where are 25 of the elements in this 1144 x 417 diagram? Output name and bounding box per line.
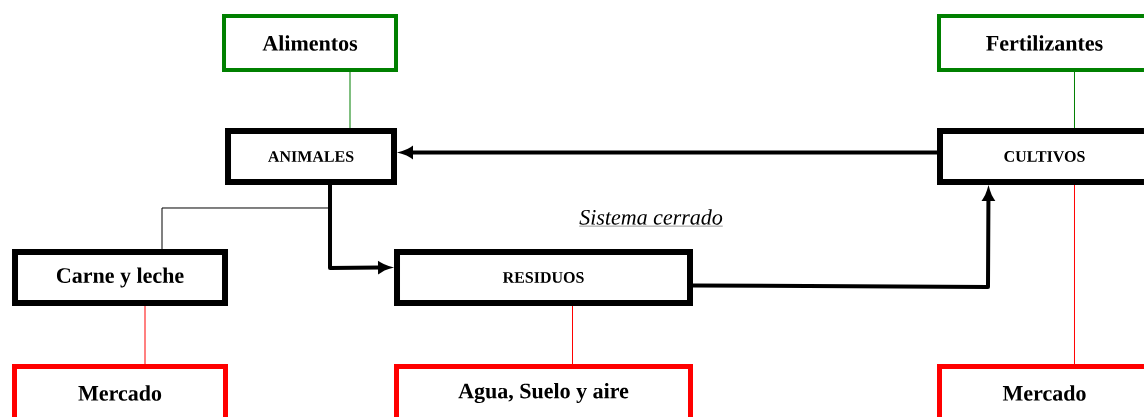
node-label: Alimentos bbox=[262, 35, 358, 51]
node-label: Mercado bbox=[1002, 385, 1086, 401]
node-label: Fertilizantes bbox=[986, 35, 1103, 51]
input-box bbox=[222, 14, 398, 72]
process-box bbox=[937, 128, 1144, 185]
output-box bbox=[394, 364, 693, 417]
process-box bbox=[394, 249, 693, 306]
node-label: CULTIVOS bbox=[1004, 151, 1085, 162]
output-box bbox=[12, 364, 228, 417]
node-label: Carne y leche bbox=[56, 267, 184, 288]
connector-line bbox=[144, 305, 146, 365]
connector-line bbox=[349, 71, 351, 129]
node-label: RESIDUOS bbox=[502, 272, 584, 283]
connector-line bbox=[1074, 71, 1075, 129]
node-label: Agua, Suelo y aire bbox=[458, 382, 629, 404]
node-label: ANIMALES bbox=[268, 151, 354, 162]
connector-line bbox=[572, 305, 573, 365]
connector-line bbox=[161, 207, 331, 250]
node-label: Mercado bbox=[78, 385, 162, 401]
process-box bbox=[12, 249, 228, 306]
process-box bbox=[225, 128, 397, 185]
input-box bbox=[937, 14, 1144, 72]
output-box bbox=[937, 364, 1144, 417]
caption-label: Sistema cerrado bbox=[579, 209, 723, 227]
connector-line bbox=[1074, 184, 1075, 365]
